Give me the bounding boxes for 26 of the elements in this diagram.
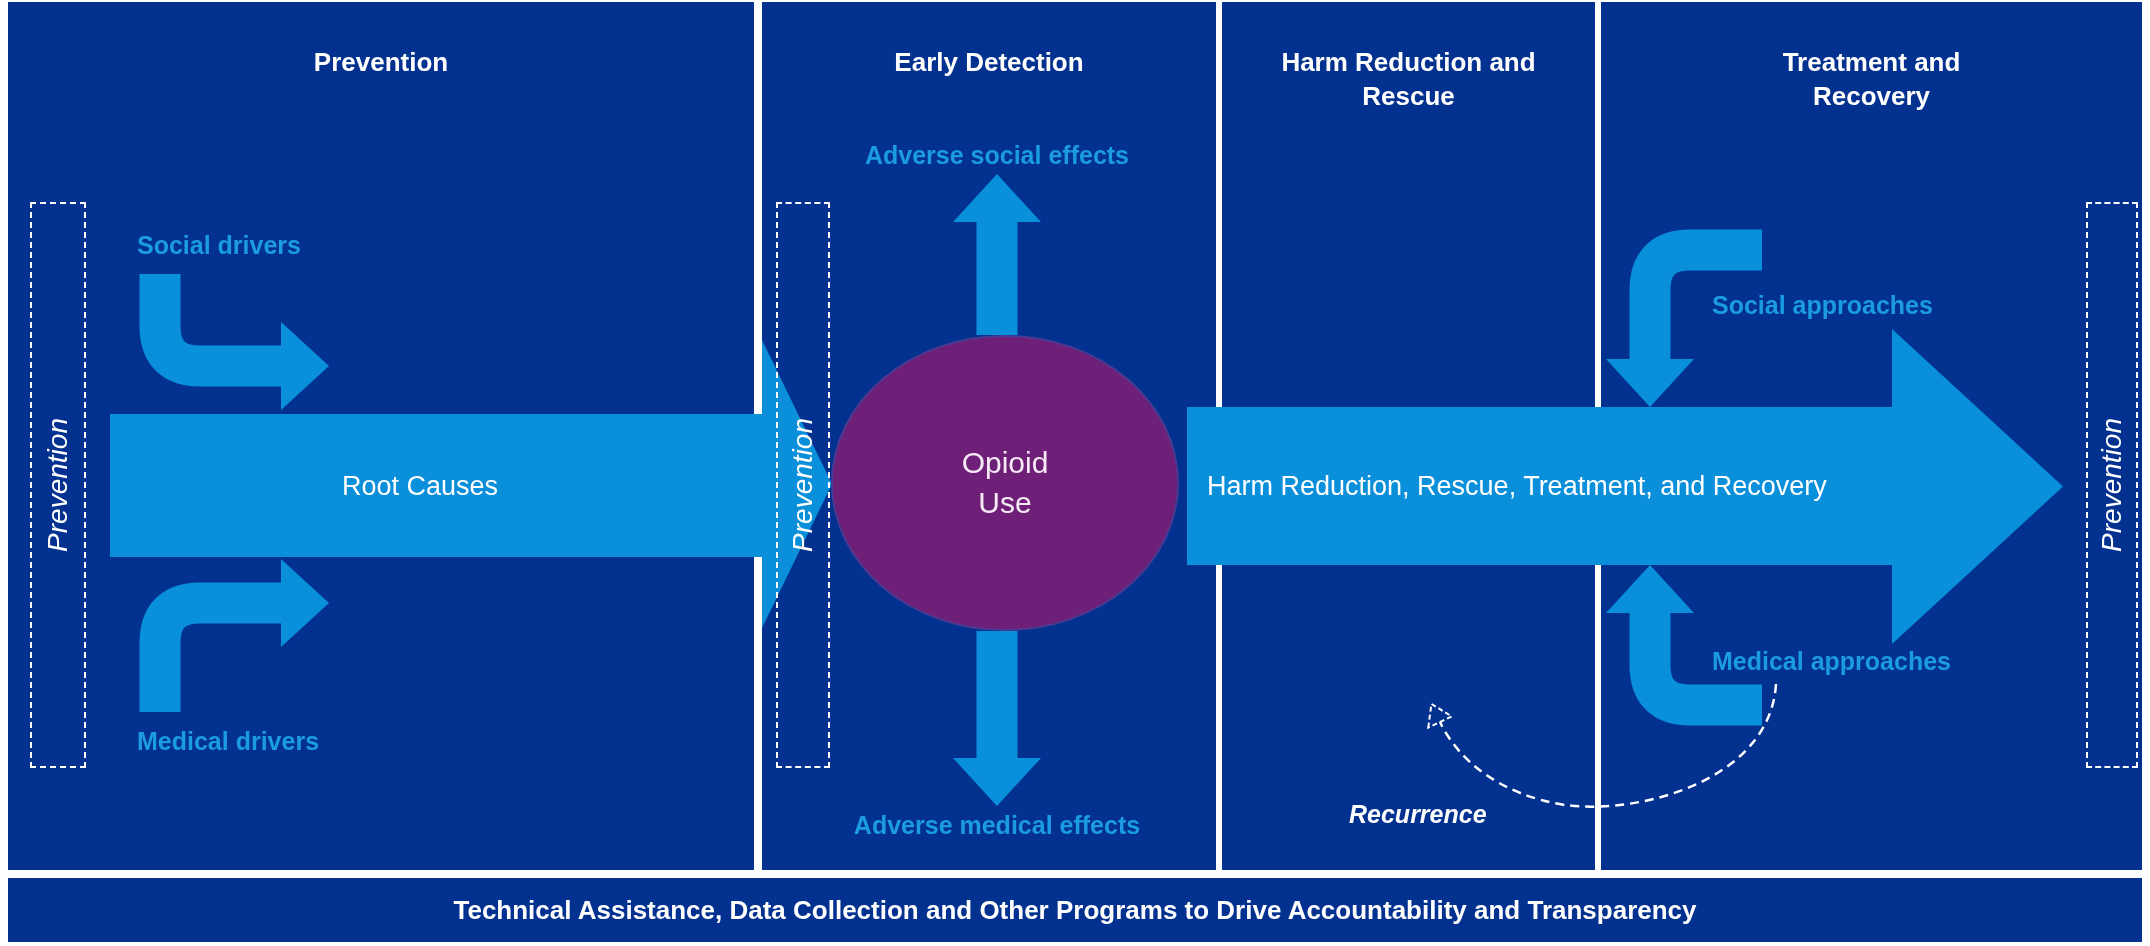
block-arrow xyxy=(953,631,1041,806)
footer-text: Technical Assistance, Data Collection and Other Programs to Drive Accountability and Transparency xyxy=(453,894,1697,926)
section-heading: Prevention xyxy=(312,46,450,79)
arrow-text: Harm Reduction, Rescue, Treatment, and Recovery xyxy=(1207,469,1827,503)
flow-label: Adverse social effects xyxy=(865,136,1129,174)
circle-text: Opioid Use xyxy=(960,444,1050,521)
flow-label: Adverse medical effects xyxy=(853,806,1141,844)
block-arrow xyxy=(953,174,1041,335)
section-heading: Treatment and Recovery xyxy=(1781,46,1962,113)
dashed-box xyxy=(30,202,86,768)
flow-label: Medical approaches xyxy=(1712,642,1951,680)
block-arrow xyxy=(110,340,832,628)
vertical-label: Prevention xyxy=(2096,418,2128,552)
dashed-arrow xyxy=(1427,683,1778,808)
block-arrow xyxy=(1187,329,2063,644)
flow-label: Medical drivers xyxy=(137,722,320,760)
vertical-label: Prevention xyxy=(787,418,819,552)
arrow-text: Root Causes xyxy=(342,469,499,502)
section-heading: Harm Reduction and Rescue xyxy=(1280,46,1537,113)
dashed-box xyxy=(2086,202,2138,768)
flow-label: Social approaches xyxy=(1712,286,1933,324)
footer-bar xyxy=(8,878,2142,942)
vertical-label: Prevention xyxy=(42,418,74,552)
flow-label: Social drivers xyxy=(137,226,301,264)
block-arrow xyxy=(1606,565,1762,726)
section-heading: Early Detection xyxy=(893,46,1085,79)
